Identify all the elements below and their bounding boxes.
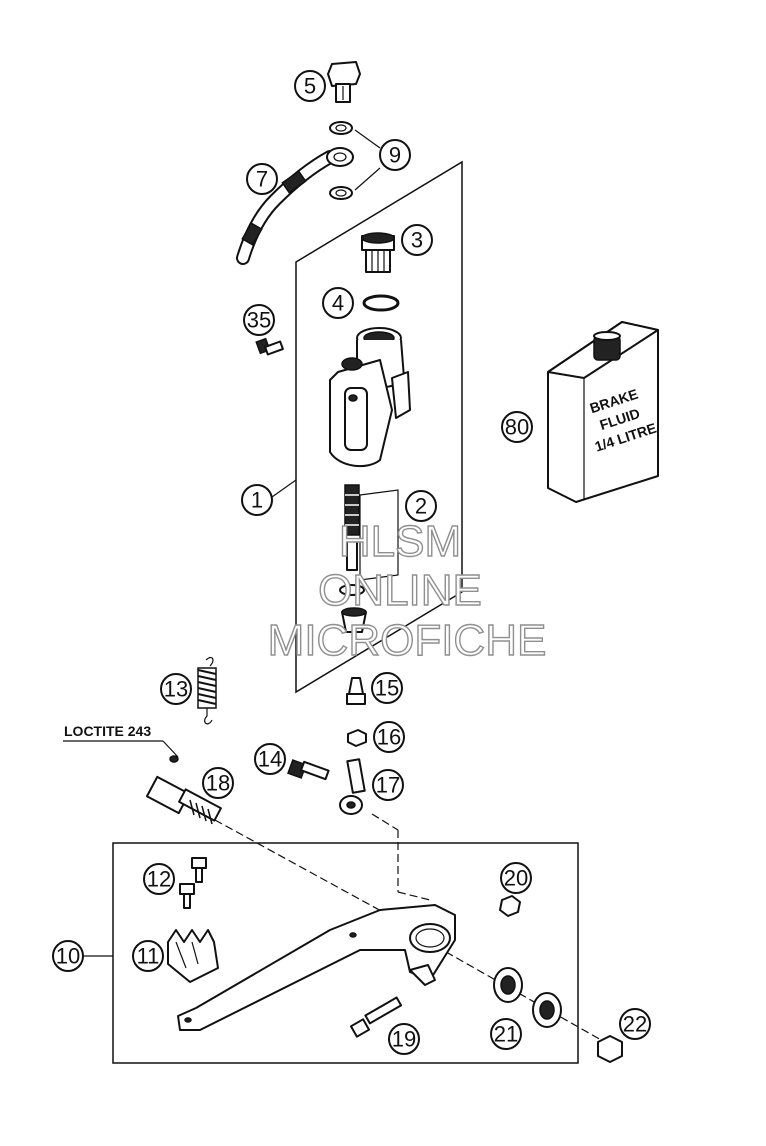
svg-text:21: 21 xyxy=(494,1022,518,1047)
pivot-nut xyxy=(597,1035,623,1063)
svg-text:13: 13 xyxy=(164,677,188,702)
callout-15: 15 xyxy=(371,672,403,704)
callout-20: 20 xyxy=(500,862,532,894)
bearings xyxy=(493,967,562,1028)
svg-text:80: 80 xyxy=(505,415,529,440)
svg-text:10: 10 xyxy=(56,944,80,969)
svg-text:35: 35 xyxy=(247,308,271,333)
sealing-washer-top xyxy=(329,121,353,135)
sealing-washer-bottom-hole xyxy=(335,189,347,197)
svg-text:14: 14 xyxy=(258,747,282,772)
callout-35: 35 xyxy=(243,304,275,336)
callout-22: 22 xyxy=(619,1008,651,1040)
callout-11: 11 xyxy=(132,940,164,972)
return-spring xyxy=(197,656,217,725)
svg-text:7: 7 xyxy=(256,167,268,192)
svg-text:20: 20 xyxy=(504,866,528,891)
callout-14: 14 xyxy=(254,743,286,775)
piston-kit xyxy=(339,484,367,633)
callout-12: 12 xyxy=(143,863,175,895)
pushrod-nut xyxy=(347,729,367,747)
watermark-line2: ONLINE xyxy=(318,566,482,615)
pushrod xyxy=(346,677,366,705)
callout-80: 80 xyxy=(501,411,533,443)
callout-17: 17 xyxy=(372,769,404,801)
master-cylinder-body xyxy=(329,327,411,468)
master-cylinder-group-panel xyxy=(295,160,463,694)
callout-4: 4 xyxy=(322,287,354,319)
watermark-line3: MICROFICHE xyxy=(268,616,547,665)
svg-text:9: 9 xyxy=(389,143,401,168)
svg-text:22: 22 xyxy=(623,1012,647,1037)
callout-2: 2 xyxy=(405,490,437,522)
brake-pedal-group-box xyxy=(112,842,579,1064)
callout-18: 18 xyxy=(202,767,234,799)
callout-1: 1 xyxy=(241,484,273,516)
callout-3: 3 xyxy=(401,224,433,256)
svg-text:12: 12 xyxy=(147,867,171,892)
clevis-nut xyxy=(499,895,521,917)
piston-kit-panel xyxy=(359,489,399,581)
svg-text:11: 11 xyxy=(137,944,160,969)
sealing-washer-top-hole xyxy=(335,124,347,132)
svg-text:17: 17 xyxy=(376,773,400,798)
pedal-stop-bolt xyxy=(287,759,330,781)
adjuster-bolt xyxy=(349,996,403,1038)
svg-text:15: 15 xyxy=(375,676,399,701)
watermark-line1: HLSM xyxy=(339,517,461,566)
watermark: HLSM ONLINE MICROFICHE xyxy=(267,516,547,665)
callout-16: 16 xyxy=(373,721,405,753)
reservoir-cap xyxy=(361,232,395,273)
callout-7: 7 xyxy=(246,163,278,195)
o-ring xyxy=(362,294,400,312)
leader-lines xyxy=(63,129,381,957)
brake-pedal-lever xyxy=(177,904,456,1031)
callout-9: 9 xyxy=(379,139,411,171)
callout-5: 5 xyxy=(294,70,326,102)
brake-hose xyxy=(236,147,354,265)
pivot-bolt xyxy=(145,755,222,825)
svg-text:18: 18 xyxy=(206,771,230,796)
banjo-bolt xyxy=(327,61,361,103)
svg-text:16: 16 xyxy=(377,725,401,750)
callout-21: 21 xyxy=(490,1018,522,1050)
svg-text:19: 19 xyxy=(392,1027,416,1052)
loctite-note: LOCTITE 243 xyxy=(64,723,151,739)
svg-text:5: 5 xyxy=(304,74,316,99)
callout-13: 13 xyxy=(160,673,192,705)
svg-text:3: 3 xyxy=(411,228,423,253)
callout-19: 19 xyxy=(388,1023,420,1055)
footrest-bolts xyxy=(179,857,207,909)
sealing-washer-bottom xyxy=(329,186,353,200)
brake-pedal-step xyxy=(167,929,219,983)
screw xyxy=(255,337,284,356)
clevis xyxy=(339,758,366,815)
callout-10: 10 xyxy=(52,940,84,972)
svg-text:2: 2 xyxy=(415,494,427,519)
svg-text:4: 4 xyxy=(332,291,344,316)
svg-text:1: 1 xyxy=(251,488,263,513)
brake-fluid-bottle: BRAKE FLUID 1/4 LITRE xyxy=(547,321,659,503)
